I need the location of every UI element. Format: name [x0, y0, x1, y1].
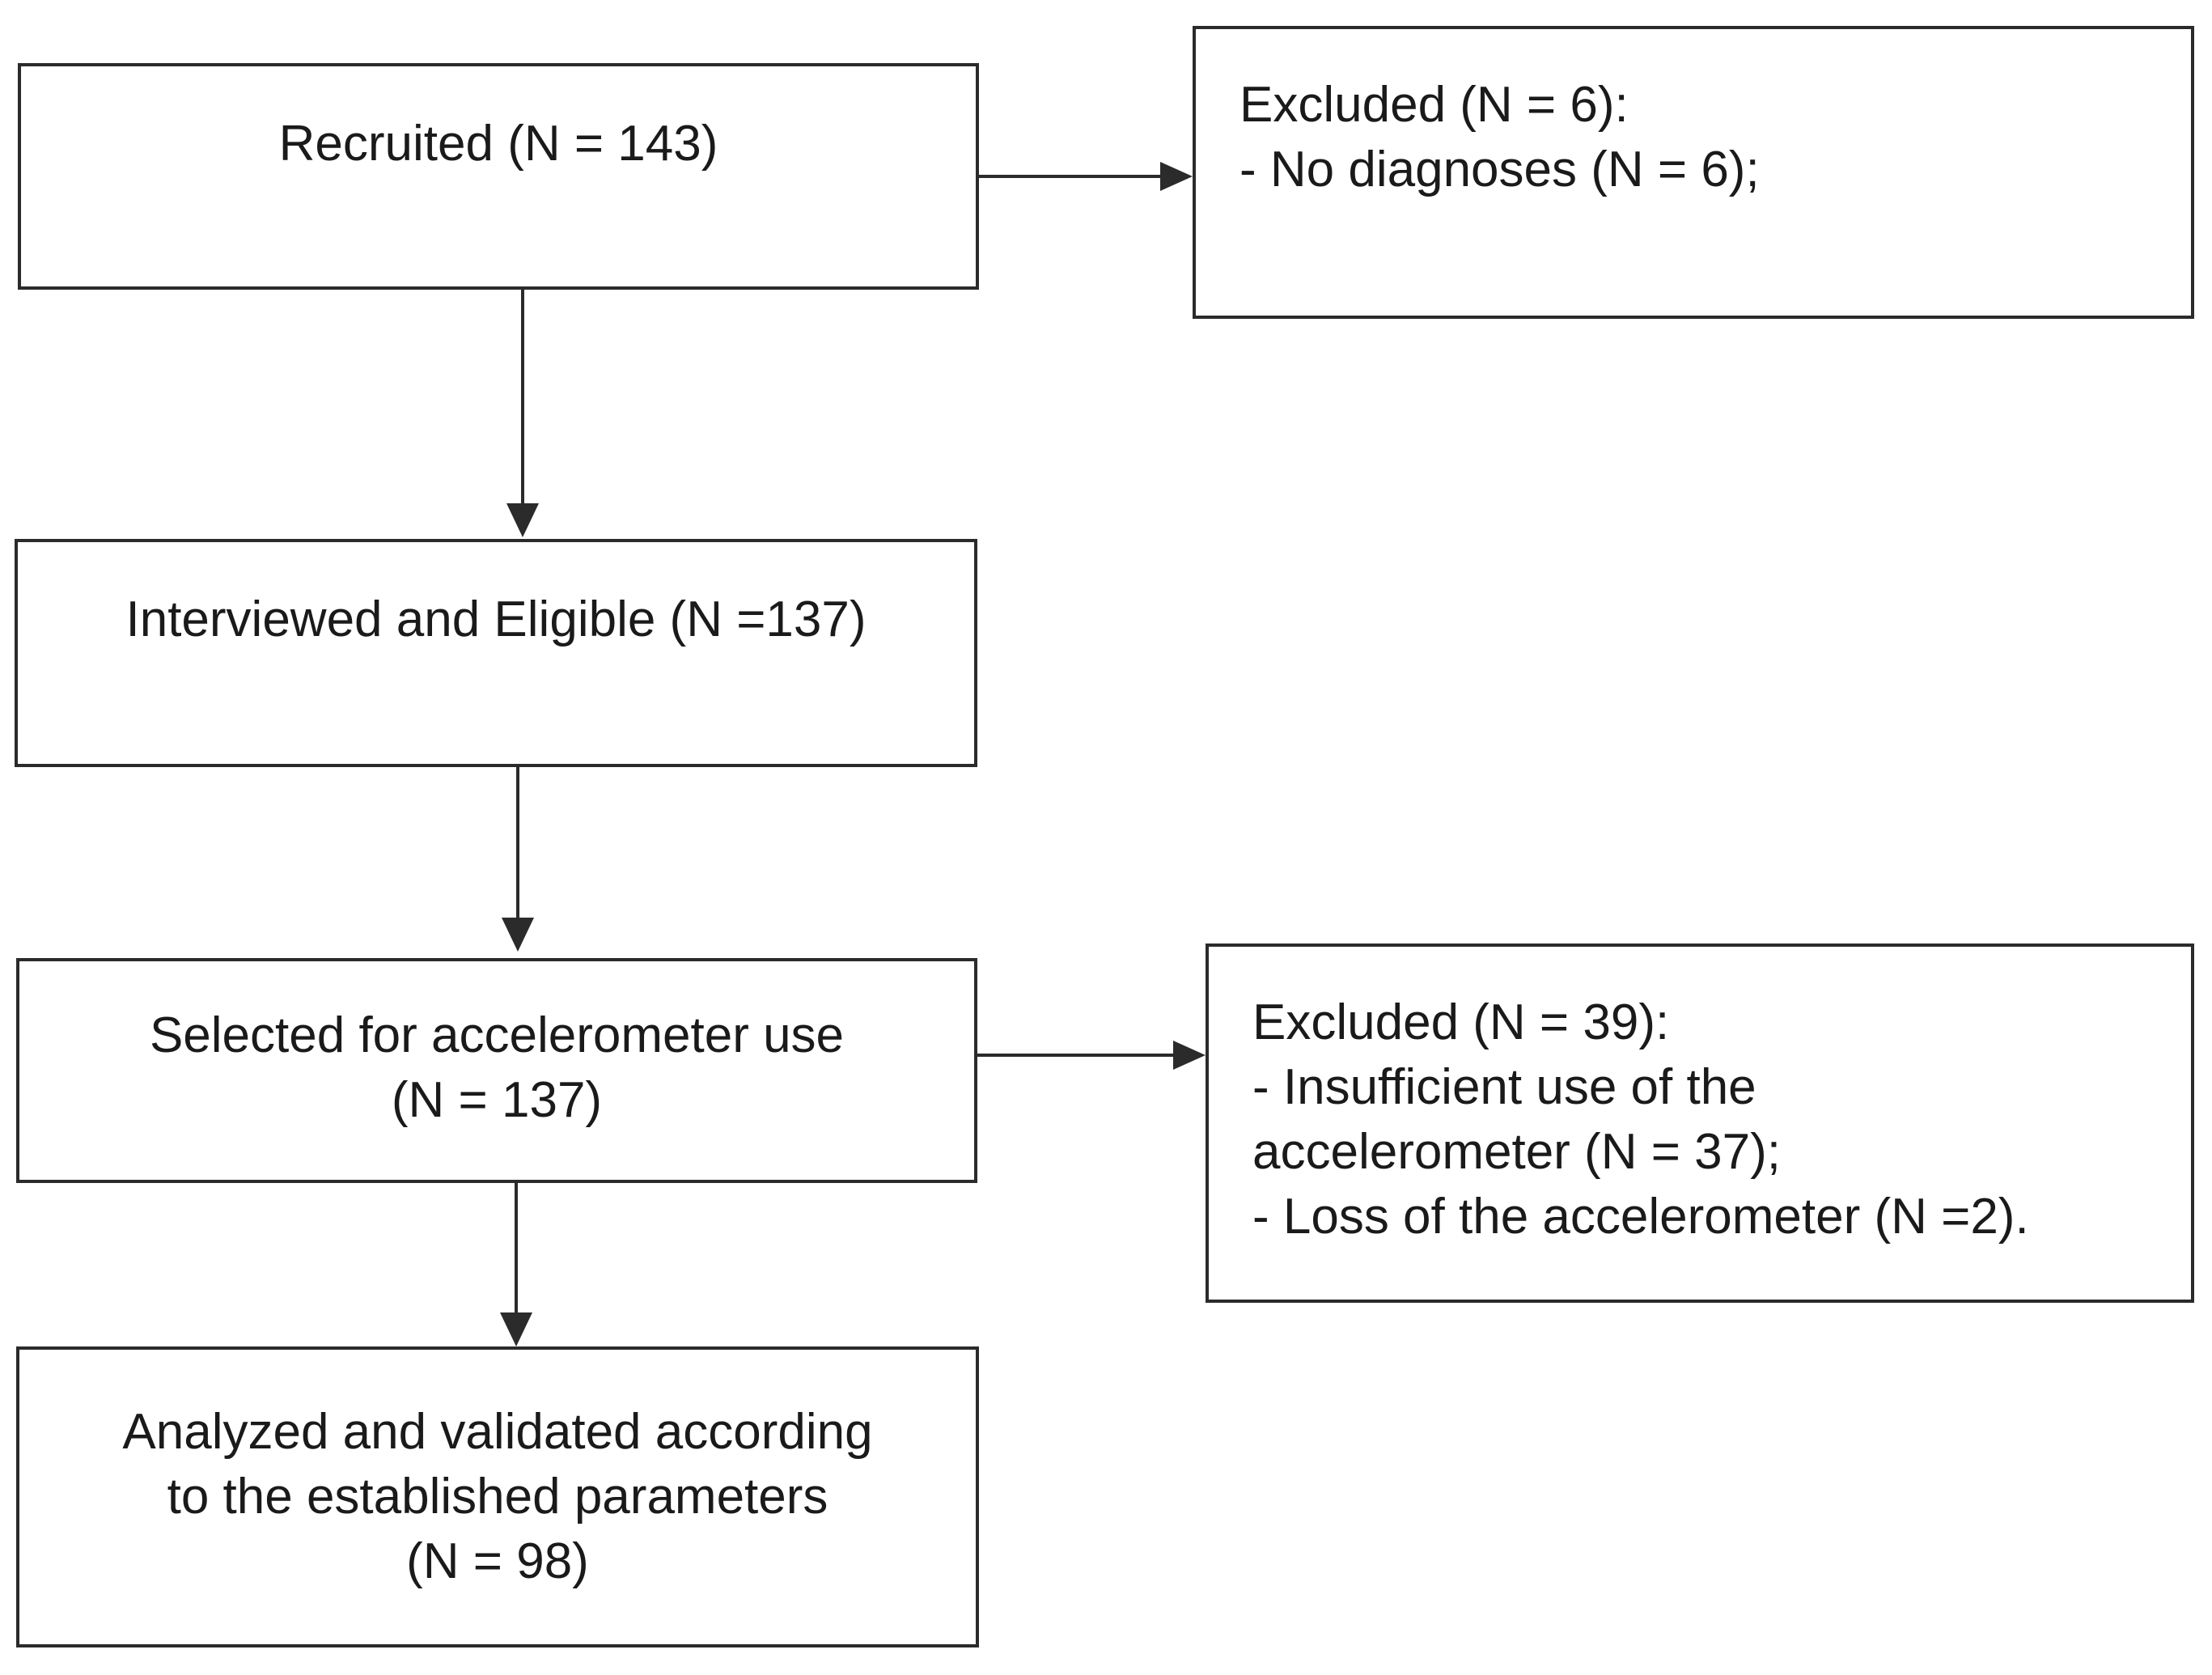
arrowhead-selected-to-analyzed [500, 1312, 532, 1346]
arrowhead-selected-to-excluded [1173, 1041, 1206, 1070]
arrowhead-recruited-to-excluded [1160, 162, 1193, 191]
excluded-1-reason: - No diagnoses (N = 6); [1239, 142, 1760, 197]
recruited-label: Recruited (N = 143) [278, 116, 718, 172]
selected-box: Selected for accelerometer use (N = 137) [16, 958, 977, 1183]
excluded-2-heading: Excluded (N = 39): [1252, 994, 1670, 1050]
selected-label-line-2: (N = 137) [391, 1072, 603, 1128]
excluded-2-reason-2: - Loss of the accelerometer (N =2). [1252, 1189, 2029, 1245]
arrowhead-recruited-to-interviewed [506, 503, 539, 537]
interviewed-box: Interviewed and Eligible (N =137) [15, 539, 977, 767]
arrowhead-interviewed-to-selected [502, 918, 534, 952]
analyzed-label-line-1: Analyzed and validated according [122, 1404, 873, 1460]
selected-label-line-1: Selected for accelerometer use [149, 1007, 845, 1063]
analyzed-label-line-2: to the established parameters [167, 1469, 828, 1524]
excluded-2-reason-1: - Insufficient use of the [1252, 1059, 1756, 1115]
excluded-1-heading: Excluded (N = 6): [1239, 77, 1629, 133]
interviewed-label: Interviewed and Eligible (N =137) [125, 592, 867, 647]
recruited-box: Recruited (N = 143) [18, 63, 979, 290]
analyzed-box: Analyzed and validated according to the … [16, 1346, 979, 1647]
excluded-no-diagnoses-box: Excluded (N = 6): - No diagnoses (N = 6)… [1193, 26, 2194, 319]
analyzed-label-line-3: (N = 98) [406, 1533, 589, 1589]
excluded-accelerometer-box: Excluded (N = 39): - Insufficient use of… [1206, 944, 2194, 1303]
excluded-2-reason-1-cont: accelerometer (N = 37); [1252, 1124, 1781, 1180]
